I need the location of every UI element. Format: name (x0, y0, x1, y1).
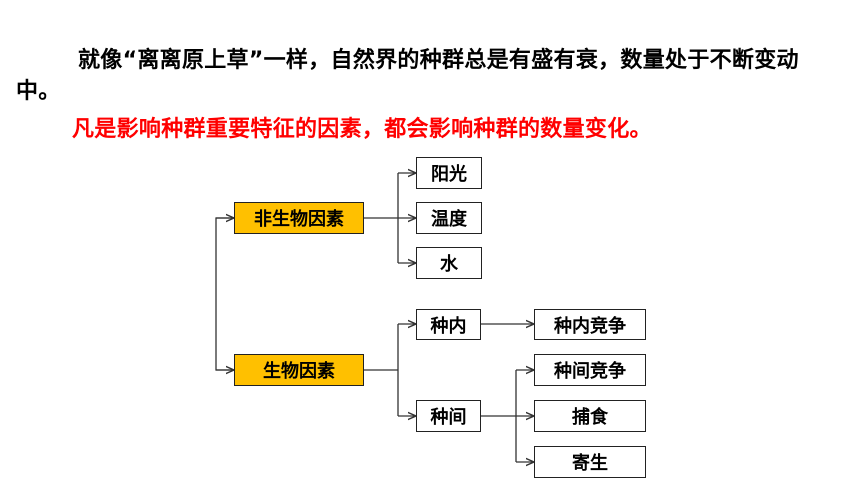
node-sunlight: 阳光 (416, 157, 482, 189)
node-predation: 捕食 (534, 400, 646, 432)
node-water: 水 (416, 247, 482, 279)
intro-paragraph: 就像“离离原上草”一样，自然界的种群总是有盛有衰，数量处于不断变动中。 (16, 48, 799, 104)
node-interspecific: 种间 (416, 400, 481, 432)
node-biotic-factors: 生物因素 (234, 354, 364, 386)
node-intraspecific: 种内 (416, 309, 481, 340)
node-parasitism: 寄生 (534, 446, 646, 478)
connector-root-bracket (215, 217, 234, 371)
node-interspecific-competition: 种间竞争 (534, 354, 646, 386)
highlight-paragraph: 凡是影响种群重要特征的因素，都会影响种群的数量变化。 (72, 117, 652, 142)
node-abiotic-factors: 非生物因素 (234, 202, 364, 234)
node-temperature: 温度 (416, 202, 482, 234)
node-intraspecific-competition: 种内竞争 (534, 309, 646, 340)
